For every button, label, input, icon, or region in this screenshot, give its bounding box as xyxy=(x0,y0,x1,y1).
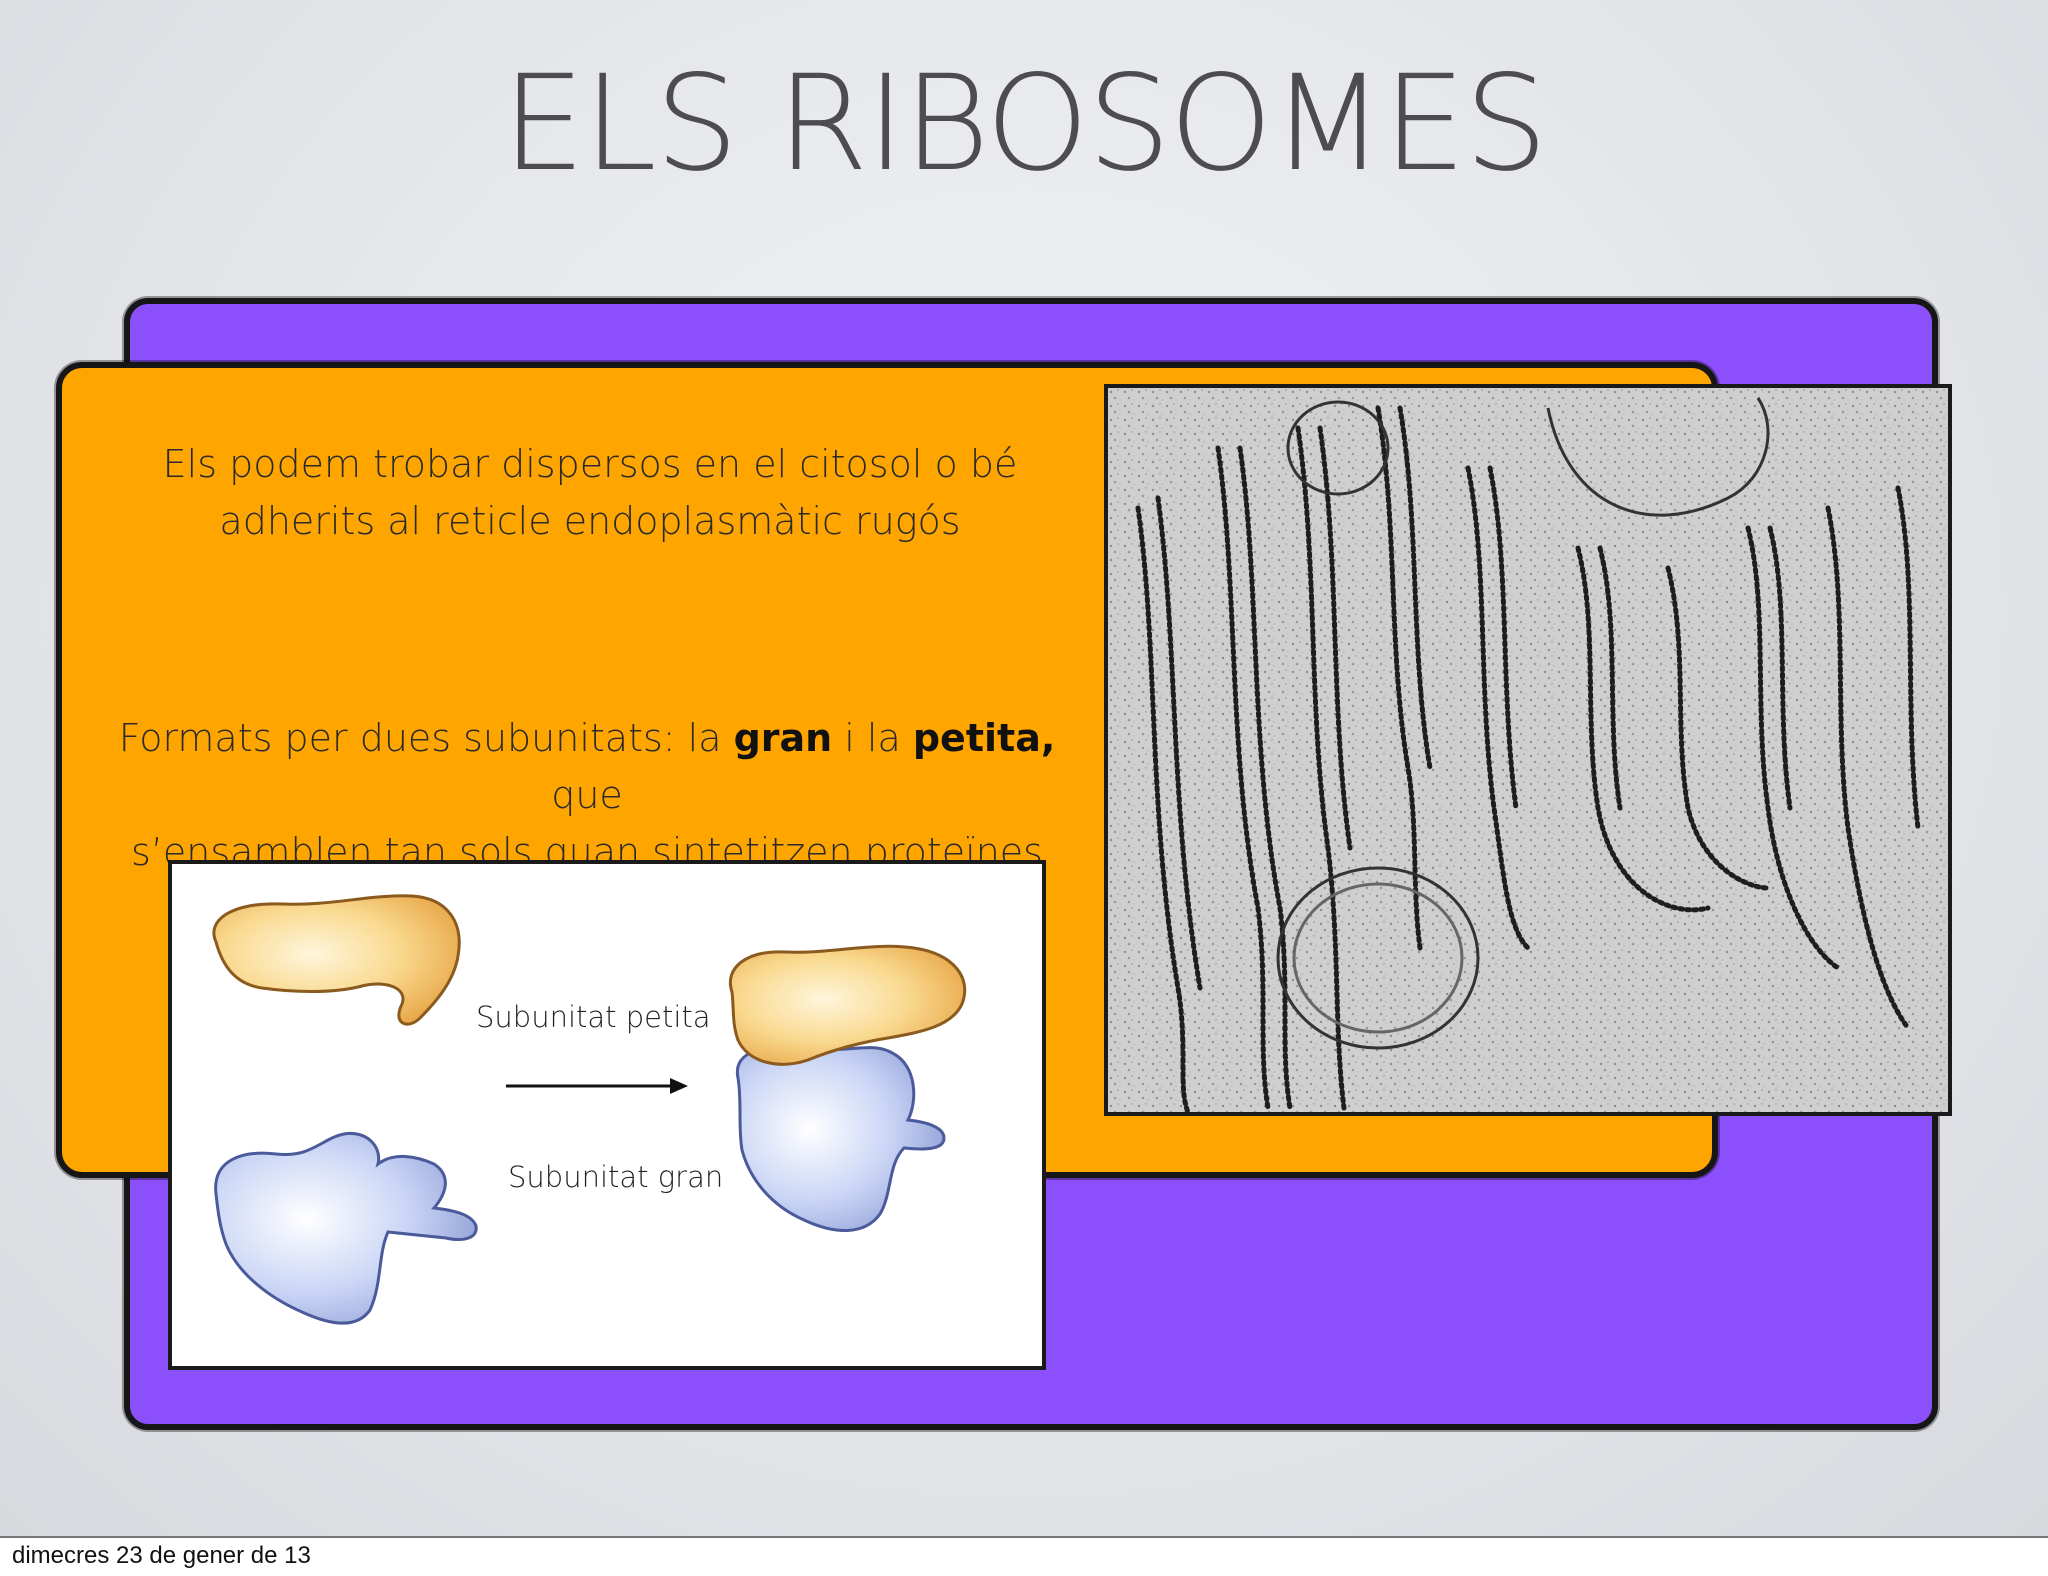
ribosome-diagram: Subunitat petita Subunitat gran xyxy=(168,860,1046,1370)
micrograph-image xyxy=(1108,388,1948,1112)
text-prefix: Formats per dues subunitats: la xyxy=(118,716,734,760)
paragraph-subunits: Formats per dues subunitats: la gran i l… xyxy=(82,710,1092,881)
text-middle: i la xyxy=(832,716,913,760)
paragraph-location-line2: adherits al reticle endoplasmàtic rugós xyxy=(219,499,961,543)
electron-micrograph xyxy=(1104,384,1952,1116)
ribosome-diagram-art xyxy=(212,894,967,1325)
label-small-subunit: Subunitat petita xyxy=(476,1000,711,1034)
assembled-small-subunit xyxy=(728,944,967,1066)
footer-divider xyxy=(0,1536,2048,1538)
small-subunit-shape xyxy=(212,894,461,1026)
text-suffix: que xyxy=(551,773,623,817)
paragraph-location: Els podem trobar dispersos en el citosol… xyxy=(140,436,1040,550)
assembled-large-subunit xyxy=(735,1044,946,1232)
paragraph-location-line1: Els podem trobar dispersos en el citosol… xyxy=(162,442,1018,486)
text-bold-petita: petita, xyxy=(912,716,1056,760)
paragraph-subunits-line1: Formats per dues subunitats: la gran i l… xyxy=(82,710,1092,824)
text-bold-gran: gran xyxy=(733,716,833,760)
large-subunit-shape xyxy=(214,1131,478,1325)
label-large-subunit: Subunitat gran xyxy=(508,1160,724,1194)
slide-title: ELS RIBOSOMES xyxy=(501,47,1548,201)
footer-date: dimecres 23 de gener de 13 xyxy=(12,1542,311,1569)
slide: ELS RIBOSOMES Els podem trobar dispersos… xyxy=(0,0,2048,1536)
